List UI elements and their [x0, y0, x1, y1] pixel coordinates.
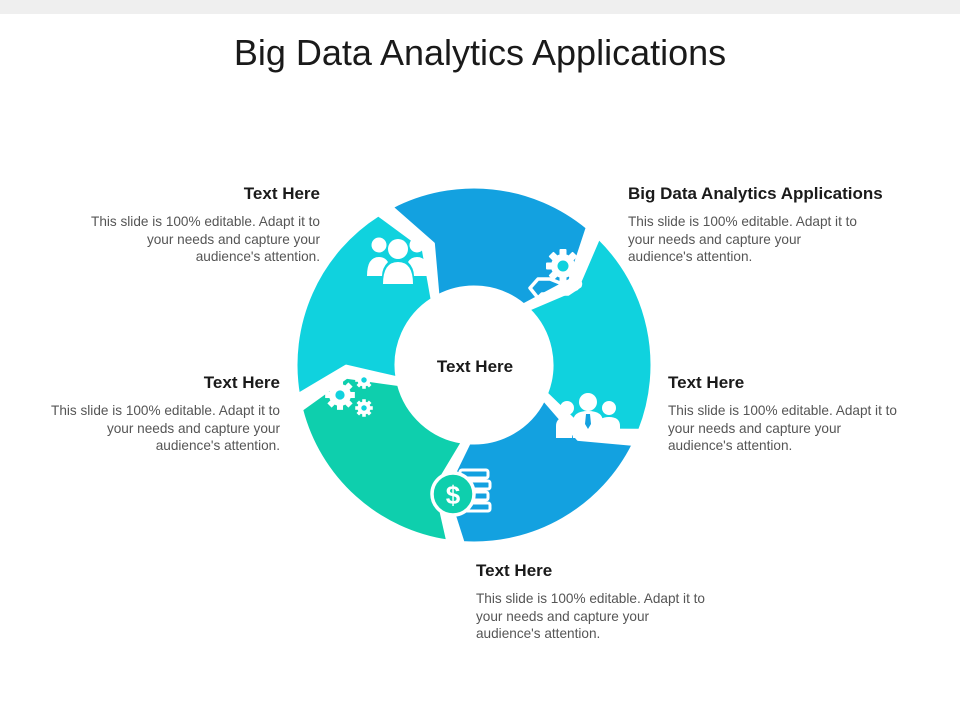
cycle-segment-top-left	[390, 185, 589, 307]
block-heading: Text Here	[476, 561, 553, 580]
gear-hand-icon	[528, 249, 583, 300]
cycle-segment-top-right	[527, 236, 654, 432]
block-body: This slide is 100% editable. Adapt it to…	[51, 403, 280, 453]
block-body: This slide is 100% editable. Adapt it to…	[628, 214, 857, 264]
block-heading: Big Data Analytics Applications	[628, 184, 883, 203]
top-bar	[0, 0, 960, 14]
dollar-coins-icon: $	[430, 468, 492, 517]
cycle-segment-right	[444, 398, 635, 545]
cycle-segment-left	[294, 213, 434, 396]
gears-icon	[325, 371, 373, 417]
text-block-right: Text Here This slide is 100% editable. A…	[668, 373, 898, 455]
text-block-left: Text Here This slide is 100% editable. A…	[50, 373, 280, 455]
center-label: Text Here	[436, 357, 514, 376]
svg-text:$: $	[446, 480, 461, 510]
center-circle	[398, 289, 550, 441]
group-people-icon	[367, 237, 429, 284]
block-heading: Text Here	[203, 373, 280, 392]
block-body: This slide is 100% editable. Adapt it to…	[668, 403, 897, 453]
block-heading: Text Here	[668, 373, 745, 392]
text-block-top-right: Big Data Analytics Applications This sli…	[628, 184, 928, 266]
slide-title: Big Data Analytics Applications	[233, 32, 727, 73]
block-body: This slide is 100% editable. Adapt it to…	[91, 214, 320, 264]
text-block-bottom: Text Here This slide is 100% editable. A…	[476, 561, 706, 643]
block-body: This slide is 100% editable. Adapt it to…	[476, 591, 705, 641]
cycle-segment-bottom	[300, 375, 464, 543]
text-block-top-left: Text Here This slide is 100% editable. A…	[90, 184, 320, 266]
block-heading: Text Here	[243, 184, 320, 203]
business-team-icon	[556, 393, 620, 438]
